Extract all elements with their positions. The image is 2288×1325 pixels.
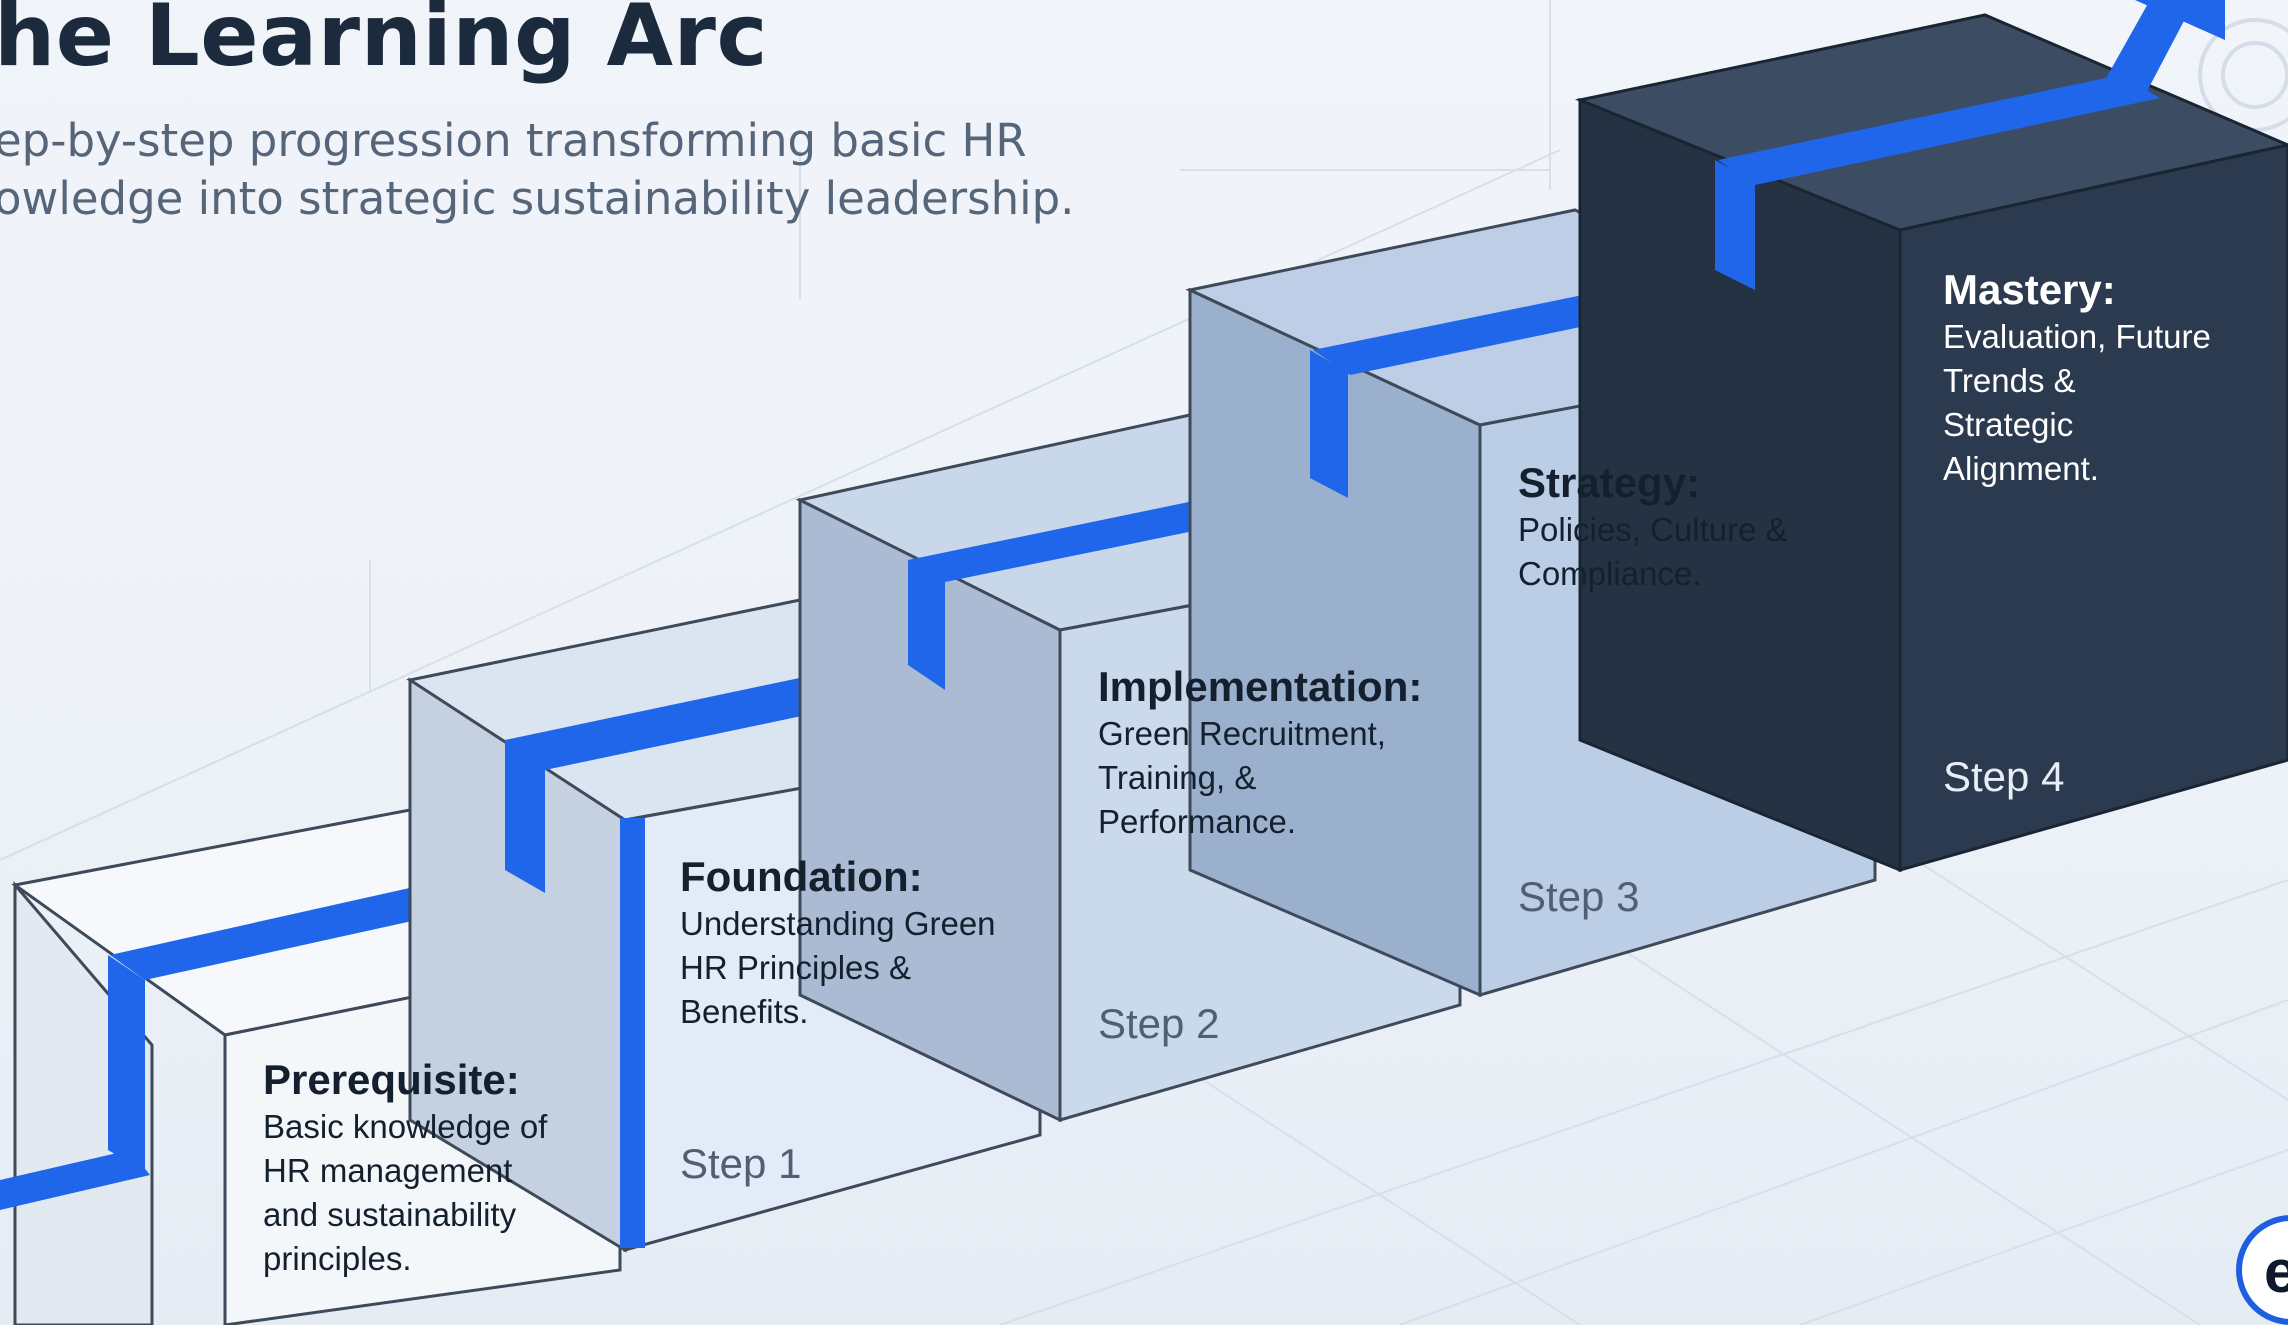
step-foundation: Foundation: Understanding Green HR Princ… xyxy=(680,852,1040,1034)
progress-path-rise-2 xyxy=(908,560,945,690)
step-description: Policies, Culture & Compliance. xyxy=(1518,511,1788,592)
step-heading: Foundation: xyxy=(680,853,923,900)
step-heading: Prerequisite: xyxy=(263,1056,520,1103)
logo-letter: e xyxy=(2264,1238,2288,1305)
step-heading: Strategy: xyxy=(1518,459,1701,506)
step-label-4: Step 4 xyxy=(1943,753,2065,800)
step-label-2: Step 2 xyxy=(1098,1000,1220,1047)
page-subtitle: ep-by-step progression transforming basi… xyxy=(0,114,1075,225)
step-description: Basic knowledge of HR management and sus… xyxy=(263,1108,548,1277)
step-label-1: Step 1 xyxy=(680,1140,802,1187)
step-mastery: Mastery: Evaluation, Future Trends & Str… xyxy=(1943,265,2273,491)
progress-path-start xyxy=(0,1150,150,1210)
step-prerequisite: Prerequisite: Basic knowledge of HR mana… xyxy=(263,1055,603,1281)
step-description: Evaluation, Future Trends & Strategic Al… xyxy=(1943,318,2211,487)
step-heading: Implementation: xyxy=(1098,663,1423,710)
step-block-mastery xyxy=(1574,13,2288,873)
step-implementation: Implementation: Green Recruitment, Train… xyxy=(1098,662,1458,844)
step-label-3: Step 3 xyxy=(1518,873,1640,920)
step-strategy: Strategy: Policies, Culture & Compliance… xyxy=(1518,458,1858,596)
progress-path-rise-1 xyxy=(505,740,545,893)
page-title: he Learning Arc xyxy=(0,0,768,86)
step-description: Understanding Green HR Principles & Bene… xyxy=(680,905,996,1030)
growth-arrow-icon xyxy=(2105,0,2225,95)
progress-path-rise-0 xyxy=(108,955,145,1172)
step-description: Green Recruitment, Training, & Performan… xyxy=(1098,715,1386,840)
step-heading: Mastery: xyxy=(1943,266,2116,313)
